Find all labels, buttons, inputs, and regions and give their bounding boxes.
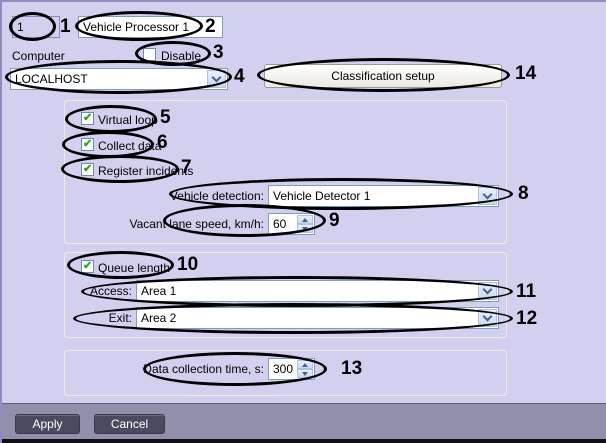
queue-length-checkbox[interactable]: ✔ — [81, 260, 94, 273]
spin-up-button[interactable] — [297, 215, 313, 224]
vehicle-detection-select[interactable]: Vehicle Detector 1 — [268, 185, 499, 207]
check-icon: ✔ — [83, 163, 93, 175]
queue-length-label: Queue length — [98, 261, 171, 275]
register-incidents-checkbox[interactable]: ✔ — [81, 163, 94, 176]
computer-select-value: LOCALHOST — [15, 72, 88, 86]
id-field[interactable]: 1 — [12, 16, 60, 38]
spin-down-button[interactable] — [297, 224, 313, 233]
collect-data-checkbox[interactable]: ✔ — [81, 138, 94, 151]
vacant-lane-speed-stepper[interactable]: 60 — [268, 213, 315, 235]
callout-number-12: 12 — [516, 308, 538, 329]
data-collection-time-label: Data collection time, s: — [143, 362, 264, 376]
virtual-loop-checkbox[interactable]: ✔ — [81, 112, 94, 125]
spin-down-button[interactable] — [297, 369, 313, 378]
virtual-loop-label: Virtual loop — [98, 113, 158, 127]
computer-select[interactable]: LOCALHOST — [10, 68, 228, 90]
classification-setup-button[interactable]: Classification setup — [264, 64, 502, 88]
check-icon: ✔ — [83, 112, 93, 124]
check-icon: ✔ — [83, 138, 93, 150]
callout-number-8: 8 — [518, 183, 529, 204]
chevron-down-icon[interactable] — [207, 70, 226, 88]
callout-number-1: 1 — [60, 16, 71, 37]
callout-number-3: 3 — [213, 42, 224, 63]
vehicle-detection-value: Vehicle Detector 1 — [273, 189, 371, 203]
callout-number-11: 11 — [516, 281, 537, 302]
disable-checkbox-label: Disable — [161, 49, 202, 63]
queue-length-group — [64, 252, 507, 338]
disable-checkbox[interactable] — [143, 48, 156, 61]
chevron-down-icon[interactable] — [478, 309, 497, 327]
callout-number-4: 4 — [234, 66, 245, 87]
check-icon: ✔ — [83, 260, 93, 272]
vacant-lane-speed-value: 60 — [273, 217, 287, 231]
arrow-up-icon — [302, 217, 308, 222]
arrow-down-icon — [302, 226, 308, 231]
callout-number-14: 14 — [515, 63, 537, 84]
data-collection-time-stepper[interactable]: 300 — [268, 358, 315, 380]
register-incidents-label: Register incidents — [98, 164, 194, 178]
bottom-edge — [2, 439, 606, 443]
vacant-lane-speed-label: Vacant lane speed, km/h: — [129, 217, 264, 231]
arrow-down-icon — [302, 371, 308, 376]
access-label: Access: — [89, 284, 132, 298]
apply-button[interactable]: Apply — [15, 414, 80, 434]
cancel-button[interactable]: Cancel — [94, 414, 165, 434]
exit-select[interactable]: Area 2 — [136, 307, 499, 329]
vehicle-detection-label: Vehicle detection: — [169, 189, 264, 203]
computer-label: Computer — [12, 49, 65, 63]
arrow-up-icon — [302, 362, 308, 367]
exit-value: Area 2 — [141, 311, 177, 325]
data-collection-time-value: 300 — [273, 362, 294, 376]
exit-label: Exit: — [108, 311, 132, 325]
collect-data-label: Collect data — [98, 139, 162, 153]
access-value: Area 1 — [141, 284, 177, 298]
data-collection-group — [64, 350, 507, 396]
access-select[interactable]: Area 1 — [136, 280, 499, 302]
spin-up-button[interactable] — [297, 360, 313, 369]
name-field[interactable]: Vehicle Processor 1 — [78, 16, 223, 38]
chevron-down-icon[interactable] — [478, 282, 497, 300]
footer-bar — [2, 403, 606, 439]
chevron-down-icon[interactable] — [478, 187, 497, 205]
detection-settings-group — [64, 100, 507, 244]
